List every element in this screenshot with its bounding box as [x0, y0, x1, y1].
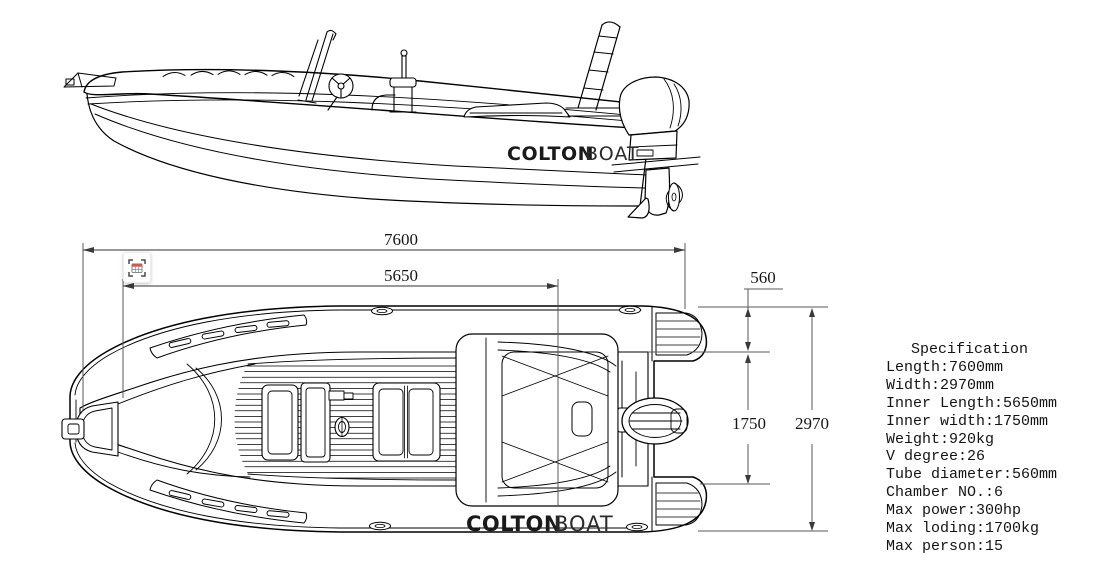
- specification-panel: Specification Length:7600mm Width:2970mm…: [886, 341, 1091, 556]
- dim-overall-width-label: 2970: [795, 414, 829, 433]
- side-brand-light: BOAT: [585, 143, 639, 165]
- side-bow-fitting: [63, 72, 117, 88]
- spec-line-tube-diameter: Tube diameter:560mm: [886, 466, 1058, 484]
- side-brand-bold: COLTON: [507, 143, 594, 165]
- dim-inner-width: 1750: [700, 354, 770, 485]
- dim-inner-length-label: 5650: [384, 266, 418, 285]
- side-tube: [83, 68, 656, 132]
- spec-line-weight: Weight:920kg: [886, 430, 995, 448]
- dimensions-layer: 7600 5650 560 1750: [82, 230, 829, 532]
- top-cleats: [369, 305, 648, 532]
- top-stern-cones: [651, 306, 703, 532]
- spec-line-length: Length:7600mm: [886, 358, 1004, 376]
- table-capture-icon: [128, 258, 146, 277]
- side-view-drawing: COLTON BOAT: [63, 21, 701, 219]
- side-steering-wheel: [327, 73, 354, 111]
- dim-overall-length-label: 7600: [384, 230, 418, 249]
- spec-line-width: Width:2970mm: [886, 376, 995, 394]
- top-helm-console: [300, 382, 354, 463]
- spec-line-max-power: Max power:300hp: [886, 502, 1022, 520]
- top-bow-locker: [61, 363, 256, 478]
- top-brand-bold: COLTON: [466, 512, 562, 536]
- dim-inner-length: 5650: [122, 266, 559, 506]
- top-leaning-post: [372, 382, 441, 462]
- spec-line-max-loading: Max loding:1700kg: [886, 520, 1040, 538]
- side-outboard-motor: [611, 76, 701, 219]
- dim-inner-width-label: 1750: [732, 414, 766, 433]
- spec-line-inner-length: Inner Length:5650mm: [886, 394, 1058, 412]
- dim-tube-diameter: 560: [648, 268, 783, 353]
- top-brand-light: BOAT: [554, 512, 614, 536]
- side-hull: [86, 93, 651, 207]
- specification-title: Specification: [911, 341, 1029, 358]
- spec-line-v-degree: V degree:26: [886, 448, 986, 466]
- dim-overall-length: 7600: [82, 230, 686, 410]
- top-handhold-strips: [149, 314, 308, 524]
- dim-tube-diameter-label: 560: [750, 268, 776, 287]
- side-windshield-console: [297, 29, 337, 104]
- side-sunpad: [463, 102, 571, 118]
- top-stern-platform: [455, 333, 619, 507]
- dim-overall-width: 2970: [698, 306, 829, 532]
- spec-line-inner-width: Inner width:1750mm: [886, 412, 1049, 430]
- top-outboard-motor: [617, 360, 689, 478]
- top-view-drawing: COLTON BOAT: [61, 305, 708, 536]
- table-capture-button[interactable]: [123, 252, 151, 283]
- spec-line-chamber-no: Chamber NO.:6: [886, 484, 1004, 502]
- side-helm-seat: [371, 49, 417, 113]
- spec-line-max-person: Max person:15: [886, 537, 1004, 555]
- side-stern-ladder: [565, 21, 623, 117]
- top-bow-seat-box: [261, 384, 299, 461]
